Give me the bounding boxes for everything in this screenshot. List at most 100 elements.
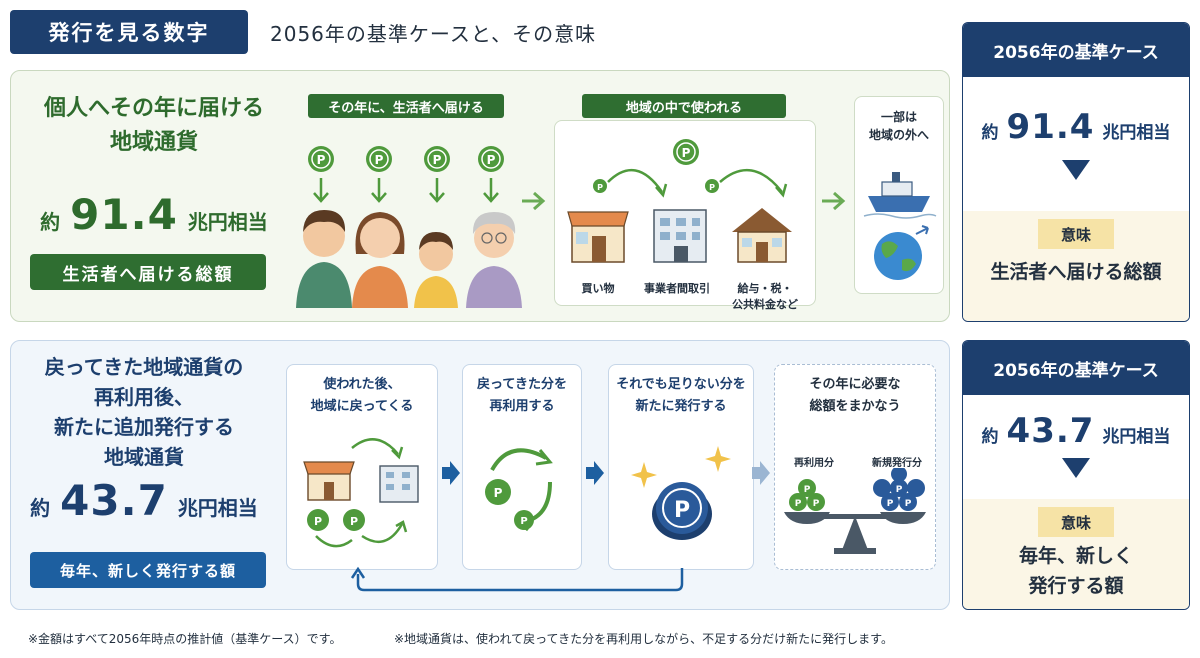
curved-arrow-icon: [719, 168, 783, 193]
curved-arrow-icon: [607, 168, 664, 193]
step2-tag: 地域の中で使われる: [582, 94, 786, 118]
side-card-issuance-suffix: 兆円相当: [1102, 427, 1171, 447]
cycle-arrow-icon: [490, 448, 547, 472]
page-title: 発行を見る数字: [10, 10, 248, 54]
sparkle-icon: [631, 462, 657, 488]
coin-icon: P: [593, 179, 607, 193]
coin-symbol: P: [314, 515, 322, 528]
side-card-issuance-head: 2056年の基準ケース: [963, 341, 1189, 395]
personal-heading-line1: 個人へその年に届ける: [43, 96, 264, 121]
personal-amount-suffix: 兆円相当: [187, 210, 268, 234]
card-return-head: 使われた後、 地域に戻ってくる: [286, 374, 438, 418]
coin-icon: P: [343, 509, 365, 531]
coin-icon: P: [307, 509, 329, 531]
person-icon: [352, 212, 408, 308]
coin-icon: P: [485, 479, 511, 505]
coin-symbol: P: [350, 515, 358, 528]
coin-symbol: P: [317, 153, 326, 167]
coin-symbol: P: [709, 183, 715, 192]
issuance-heading-line3: 新たに追加発行する: [54, 415, 234, 439]
step2-label-shopping: 買い物: [581, 282, 615, 295]
down-triangle-icon: [1062, 160, 1090, 180]
step2-label-salary: 給与・税・: [737, 282, 793, 295]
issuance-heading-line1: 戻ってきた地域通貨の: [44, 355, 244, 379]
personal-heading-line2: 地域通貨: [109, 130, 198, 155]
card-new-issue-head: それでも足りない分を 新たに発行する: [608, 374, 754, 418]
coin-symbol: P: [520, 516, 527, 527]
side-card-issuance-value: 43.7: [1006, 411, 1095, 451]
return-illustration: P P: [303, 438, 419, 548]
issuance-heading-line4: 地域通貨: [104, 445, 184, 469]
person-icon: [414, 232, 458, 308]
coin-symbol: P: [487, 153, 496, 167]
side-card-issuance-meaning: 意味 毎年、新しく 発行する額: [963, 499, 1189, 609]
coin-symbol: P: [905, 499, 912, 509]
coin-symbol: P: [804, 485, 811, 495]
office-building-icon: [379, 465, 419, 503]
people-illustration: P P P P: [296, 146, 522, 308]
coin-symbol: P: [896, 485, 903, 495]
coin-stack-icon: P P P: [873, 468, 925, 511]
coin-symbol: P: [682, 146, 691, 160]
down-triangle-icon: [1062, 458, 1090, 478]
coin-icon: P: [366, 146, 392, 172]
person-icon: [296, 210, 352, 308]
coin-symbol: P: [887, 499, 894, 509]
sparkle-icon: [705, 446, 731, 472]
scale-right-label: 新規発行分: [872, 458, 922, 469]
right-arrow-icon: [752, 461, 770, 485]
step2-label-public: 公共料金など: [732, 298, 798, 311]
page-subtitle: 2056年の基準ケースと、その意味: [270, 22, 597, 46]
issuance-amount-value: 43.7: [60, 476, 168, 525]
personal-heading: 個人へその年に届ける 地域通貨: [24, 92, 284, 160]
meaning-tag: 意味: [1038, 507, 1114, 537]
right-arrow-icon: [442, 461, 460, 485]
shop-icon: [303, 461, 355, 501]
side-card-personal-meaning-line1: 生活者へ届ける総額: [990, 261, 1162, 283]
step3-label-line2: 地域の外へ: [868, 128, 929, 142]
balance-scale-illustration: P P P P P P: [784, 468, 926, 554]
card-cover-total-line2: 総額をまかなう: [809, 399, 901, 414]
globe-icon: [874, 225, 929, 280]
card-reuse-head: 戻ってきた分を 再利用する: [462, 374, 582, 418]
coin-icon: P: [478, 146, 504, 172]
coin-symbol: P: [494, 486, 503, 500]
coin-symbol: P: [433, 153, 442, 167]
side-card-personal-head: 2056年の基準ケース: [963, 23, 1189, 77]
coin-icon: P: [514, 510, 534, 530]
right-arrow-icon: [522, 191, 546, 211]
step1-tag: その年に、生活者へ届ける: [308, 94, 504, 118]
coin-symbol: P: [813, 499, 820, 509]
coin-stack-icon: P P P: [789, 479, 825, 511]
step2-label-business: 事業者間取引: [644, 282, 710, 295]
card-cover-total-line1: その年に必要な: [809, 377, 901, 392]
right-arrow-icon: [822, 191, 846, 211]
issuance-heading-line2: 再利用後、: [94, 385, 194, 409]
curved-arrow-icon: [315, 535, 353, 548]
outside-region-illustration: [863, 172, 937, 280]
issuance-heading: 戻ってきた地域通貨の 再利用後、 新たに追加発行する 地域通貨: [24, 352, 264, 472]
coin-symbol: P: [597, 183, 603, 192]
personal-amount-value: 91.4: [70, 190, 178, 239]
card-reuse-line2: 再利用する: [489, 399, 555, 414]
issuance-amount-suffix: 兆円相当: [177, 496, 258, 520]
curved-arrow-icon: [351, 438, 399, 455]
coin-icon: P: [673, 139, 699, 165]
new-coin-illustration: P: [631, 446, 731, 540]
card-new-issue-line2: 新たに発行する: [635, 399, 727, 414]
coin-icon: P: [652, 482, 712, 540]
card-new-issue-line1: それでも足りない分を: [616, 377, 746, 392]
side-card-personal-prefix: 約: [981, 123, 999, 143]
issuance-amount-prefix: 約: [30, 496, 51, 520]
side-card-issuance-meaning-line2: 発行する額: [1028, 575, 1124, 597]
coin-symbol: P: [375, 153, 384, 167]
coin-icon: P: [424, 146, 450, 172]
office-building-icon: [653, 209, 707, 263]
card-return-line2: 地域に戻ってくる: [310, 399, 414, 414]
house-icon: [732, 208, 792, 263]
